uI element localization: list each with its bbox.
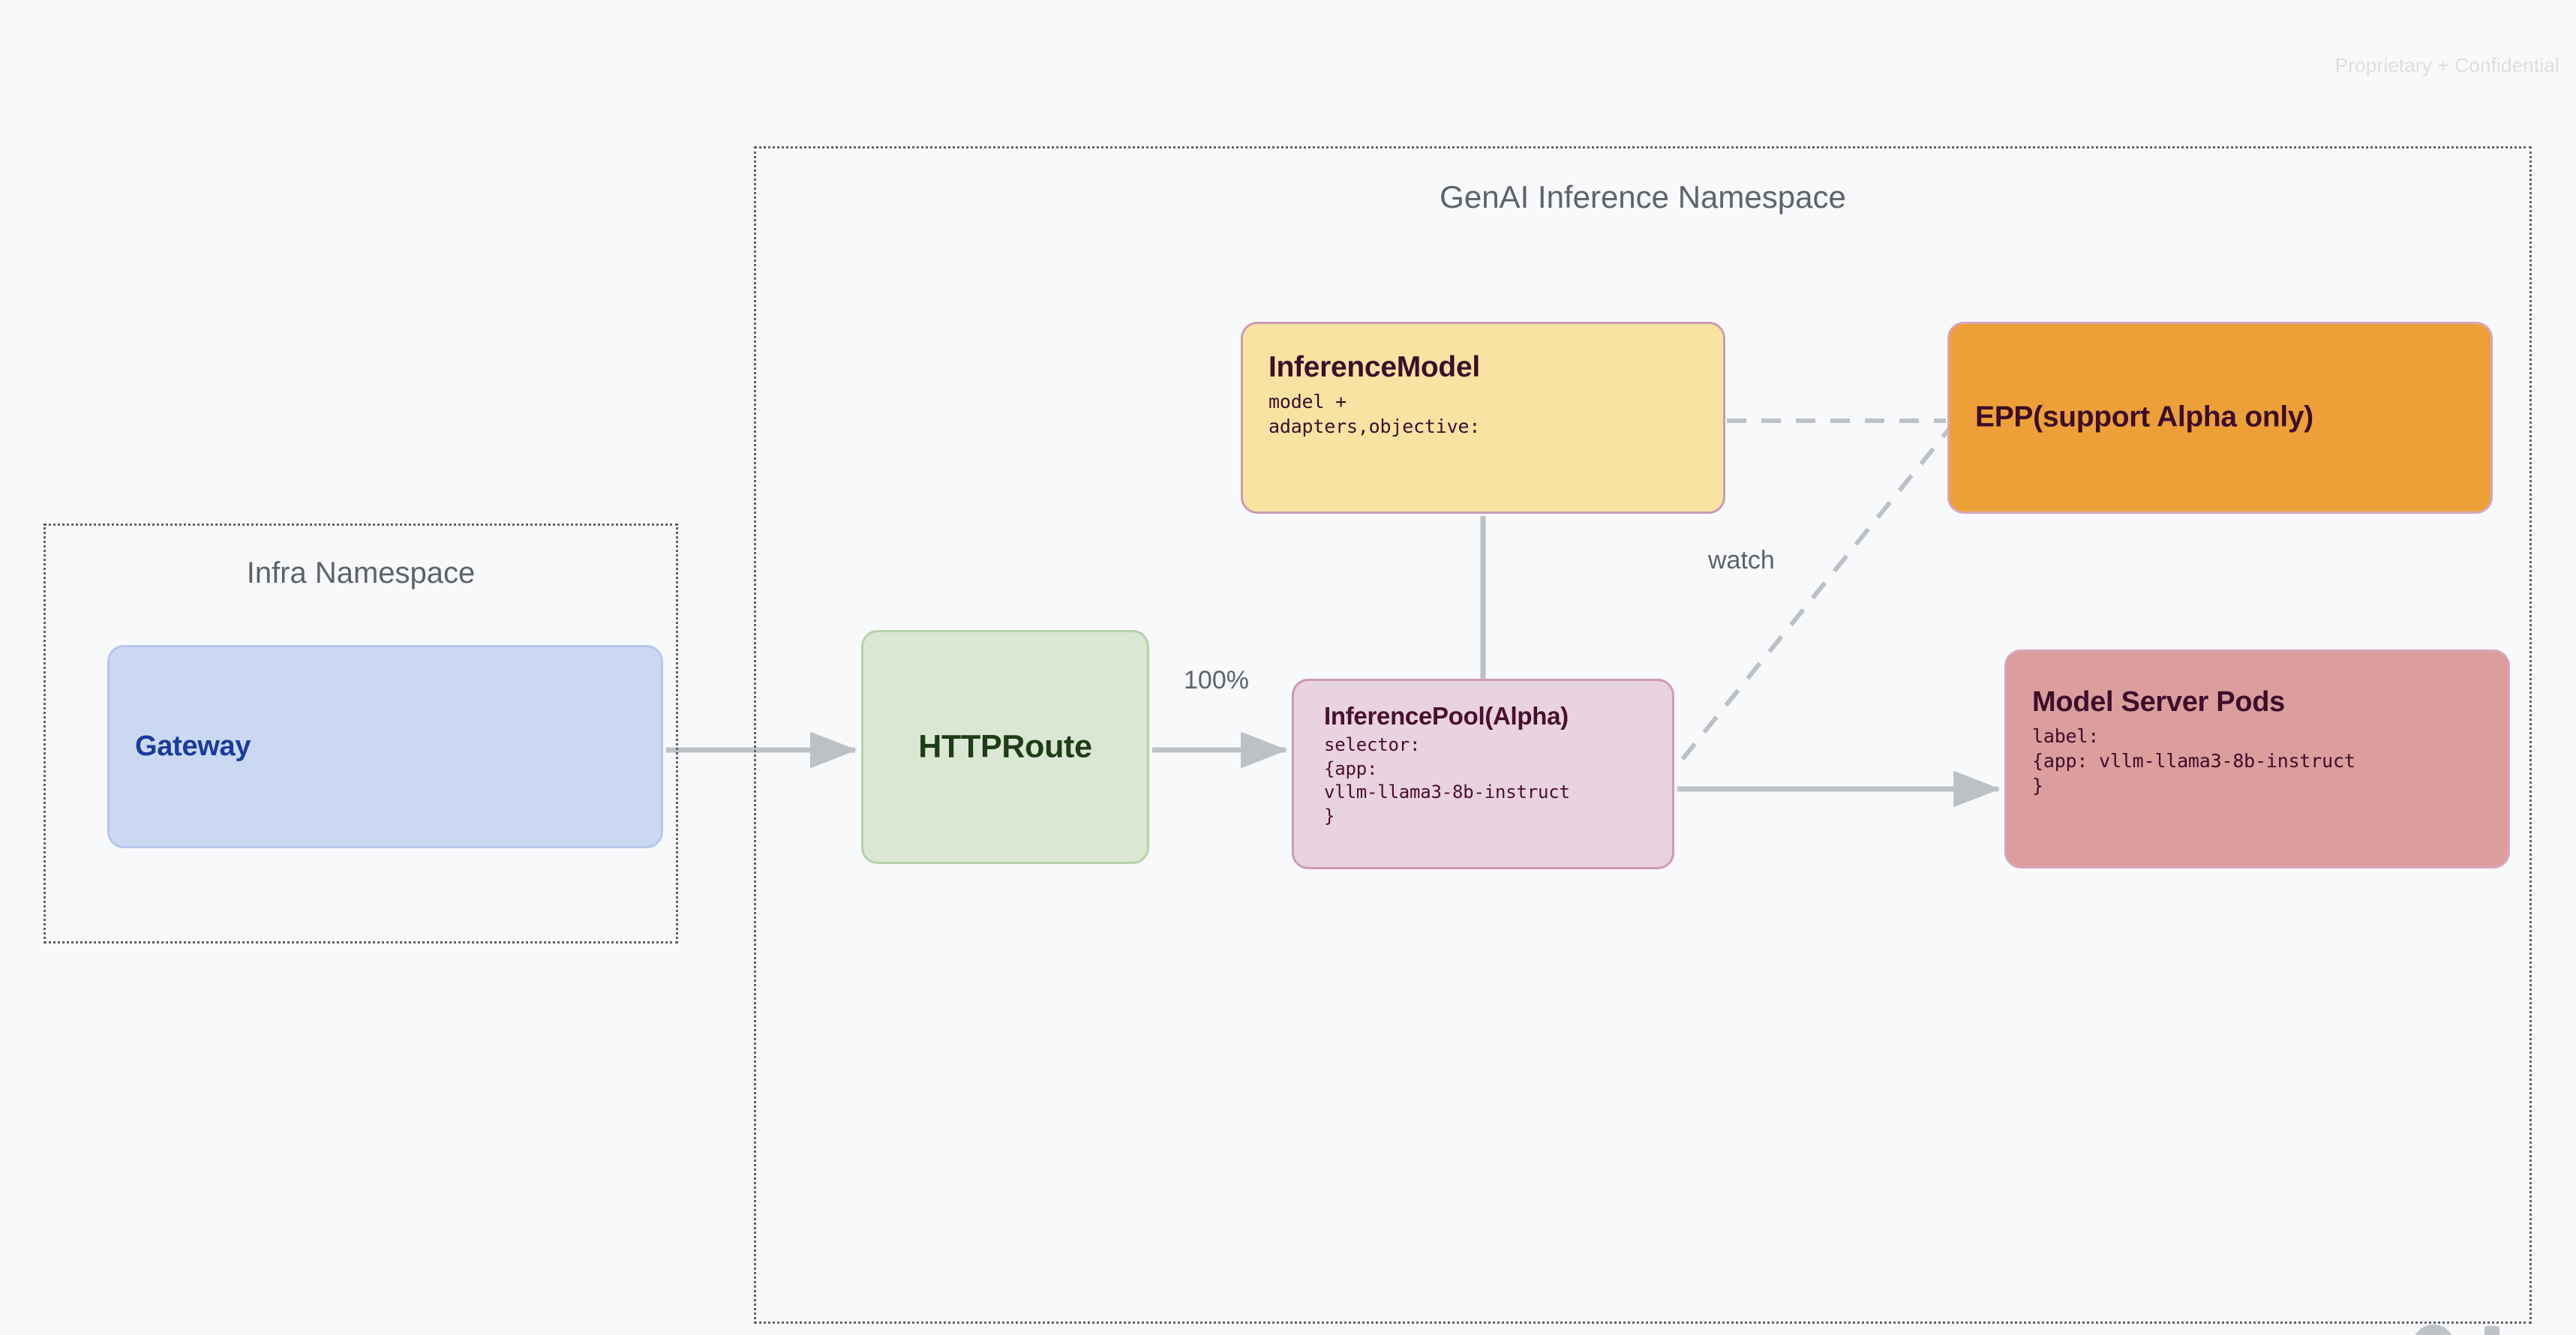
node-model-server-pods-title: Model Server Pods (2032, 686, 2286, 718)
edge-label-watch: watch (1708, 546, 1775, 574)
node-gateway-title: Gateway (135, 730, 251, 762)
node-inferencemodel-content: InferenceModel model + adapters,objectiv… (1243, 351, 1723, 439)
node-gateway-content: Gateway (110, 730, 661, 764)
node-gateway[interactable]: Gateway (107, 645, 663, 848)
node-httproute-title: HTTPRoute (918, 728, 1092, 765)
node-model-server-pods[interactable]: Model Server Pods label: {app: vllm-llam… (2004, 650, 2510, 868)
node-epp-title: EPP(support Alpha only) (1975, 400, 2313, 434)
node-epp-content: EPP(support Alpha only) (1950, 401, 2490, 435)
node-model-server-pods-detail: label: {app: vllm-llama3-8b-instruct } (2032, 724, 2355, 796)
node-inferencemodel-detail: model + adapters,objective: (1268, 390, 1481, 437)
node-inferencepool[interactable]: InferencePool(Alpha) selector: {app: vll… (1292, 679, 1674, 869)
edge-label-traffic-weight: 100% (1184, 666, 1249, 694)
partial-logo-glyph (2409, 1324, 2514, 1335)
node-httproute[interactable]: HTTPRoute (861, 630, 1149, 864)
node-epp[interactable]: EPP(support Alpha only) (1947, 322, 2493, 514)
namespace-infra-title: Infra Namespace (246, 556, 476, 590)
logo-arc-shape (2412, 1324, 2454, 1335)
node-inferencepool-detail: selector: {app: vllm-llama3-8b-instruct … (1324, 734, 1570, 826)
namespace-genai-inference-title: GenAI Inference Namespace (1440, 179, 1846, 214)
node-inferencepool-content: InferencePool(Alpha) selector: {app: vll… (1294, 702, 1672, 829)
logo-bar-shape (2484, 1326, 2499, 1335)
node-model-server-pods-content: Model Server Pods label: {app: vllm-llam… (2007, 686, 2508, 798)
node-inferencepool-title: InferencePool(Alpha) (1324, 702, 1569, 730)
node-inferencemodel-title: InferenceModel (1268, 351, 1480, 383)
node-inferencemodel[interactable]: InferenceModel model + adapters,objectiv… (1241, 322, 1725, 514)
confidentiality-watermark: Proprietary + Confidential (2334, 54, 2559, 76)
namespace-genai-inference (754, 146, 2532, 1324)
namespace-infra (44, 524, 678, 944)
node-httproute-content: HTTPRoute (863, 728, 1147, 765)
